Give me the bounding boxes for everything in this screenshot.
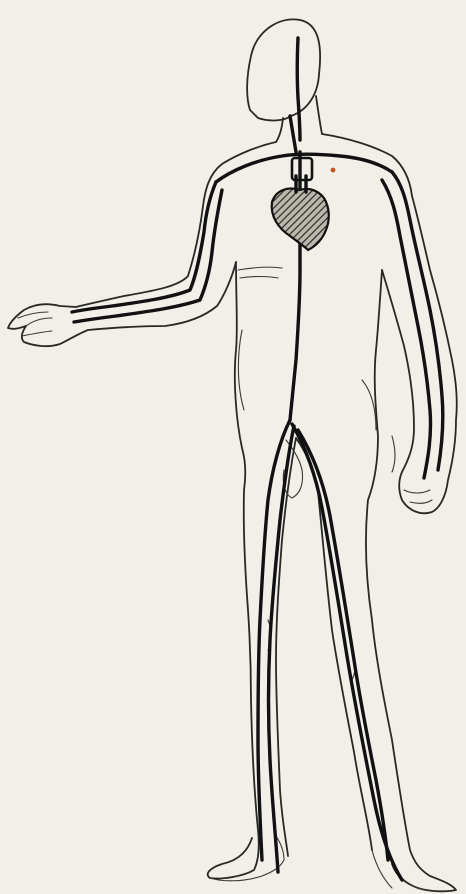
head-outline: [247, 19, 320, 120]
left-arm-outline: [8, 142, 276, 346]
right-hand-detail: [404, 490, 432, 503]
body-outline: [8, 19, 457, 891]
neck-vessel: [290, 116, 296, 152]
hip-detail: [362, 380, 395, 472]
chest-line: [238, 267, 282, 278]
right-inner-leg-outline: [296, 438, 372, 850]
right-arm-vessel-inner: [382, 180, 431, 478]
blood-vessels: [72, 38, 443, 880]
left-torso-outline: [208, 262, 259, 879]
head-vessel: [297, 38, 300, 140]
right-leg-vessel-outer: [292, 424, 402, 880]
ink-speck: [331, 168, 336, 173]
abdomen-line: [238, 330, 302, 498]
heart-shape: [272, 189, 329, 251]
left-inner-leg-outline: [276, 438, 296, 856]
